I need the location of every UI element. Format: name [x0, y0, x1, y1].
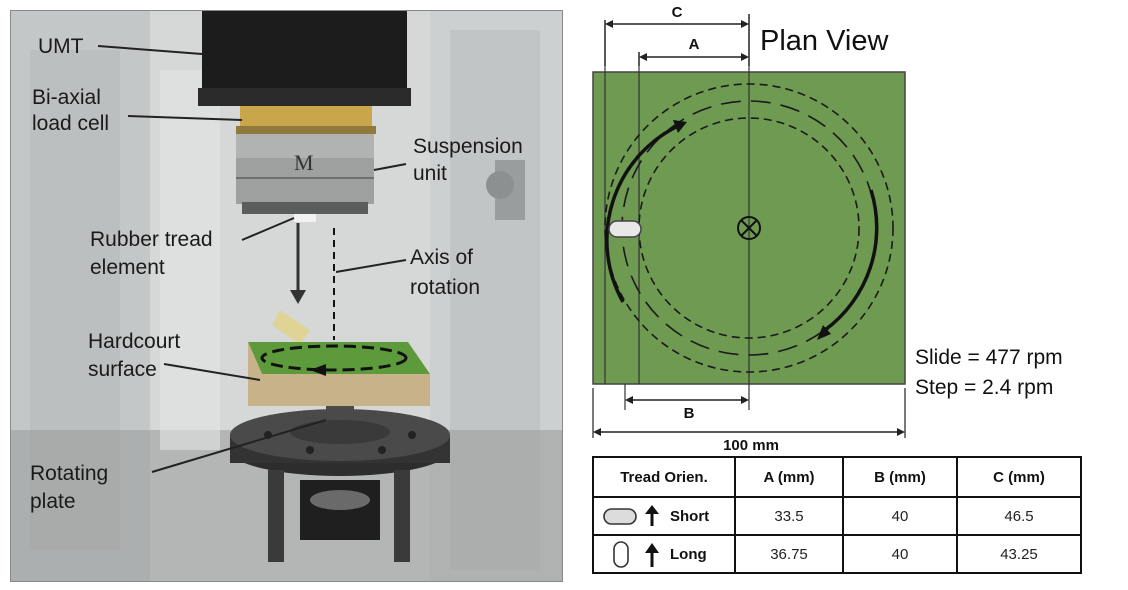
- plan-view-diagram: C A Plan View B 100 mm Slide = 477 rpm S…: [592, 4, 1063, 450]
- orientation-cell: Long: [592, 534, 736, 574]
- label-plate-line2: plate: [30, 490, 76, 513]
- dimension-c-label: C: [672, 4, 683, 21]
- hardcourt-wood: [248, 342, 430, 406]
- slide-speed-text: Slide = 477 rpm: [915, 346, 1063, 369]
- umt-block: [202, 10, 407, 102]
- col-header-c: C (mm): [956, 456, 1082, 498]
- svg-text:M: M: [294, 150, 314, 175]
- hardcourt-top: [248, 342, 430, 374]
- value-b: 40: [842, 534, 958, 574]
- value-b: 40: [842, 496, 958, 536]
- label-suspension-line2: unit: [413, 162, 447, 185]
- step-speed-text: Step = 2.4 rpm: [915, 376, 1053, 399]
- col-header-a: A (mm): [734, 456, 844, 498]
- dimension-width-label: 100 mm: [723, 437, 779, 450]
- table-row: Long 36.75 40 43.25: [592, 534, 1082, 574]
- label-tread-line1: Rubber tread: [90, 228, 213, 251]
- label-load-cell-line2: load cell: [32, 112, 109, 135]
- dimension-a-label: A: [689, 36, 700, 53]
- label-axis-line1: Axis of: [410, 246, 473, 269]
- label-load-cell-line1: Bi-axial: [32, 86, 101, 109]
- table-header-row: Tread Orien. A (mm) B (mm) C (mm): [592, 456, 1082, 498]
- tread-orientation-table: Tread Orien. A (mm) B (mm) C (mm) Short …: [592, 456, 1082, 574]
- label-plate-line1: Rotating: [30, 462, 108, 485]
- rotation-axis-icon: [737, 216, 761, 240]
- load-cell: [240, 106, 372, 128]
- label-axis-line2: rotation: [410, 276, 480, 299]
- label-hardcourt-line2: surface: [88, 358, 157, 381]
- col-header-b: B (mm): [842, 456, 958, 498]
- long-tread-icon: [613, 541, 659, 568]
- label-suspension-line1: Suspension: [413, 135, 523, 158]
- value-a: 36.75: [734, 534, 844, 574]
- plan-view-title: Plan View: [760, 25, 889, 57]
- short-tread-icon: [603, 505, 659, 526]
- orientation-cell: Short: [592, 496, 736, 536]
- dimension-b-label: B: [684, 405, 695, 422]
- rubber-tread: [294, 214, 316, 222]
- label-hardcourt-line1: Hardcourt: [88, 330, 180, 353]
- orientation-label: Short: [670, 507, 710, 525]
- value-c: 46.5: [956, 496, 1082, 536]
- label-umt: UMT: [38, 35, 84, 58]
- label-tread-line2: element: [90, 256, 165, 279]
- table-row: Short 33.5 40 46.5: [592, 496, 1082, 536]
- outer-track-circle: [604, 83, 894, 373]
- value-a: 33.5: [734, 496, 844, 536]
- value-c: 43.25: [956, 534, 1082, 574]
- tread-element-marker: [608, 220, 642, 238]
- col-header-orientation: Tread Orien.: [592, 456, 736, 498]
- apparatus-illustration: M UMT Bi-axial load cell Suspension unit…: [10, 10, 563, 582]
- orientation-label: Long: [670, 545, 707, 563]
